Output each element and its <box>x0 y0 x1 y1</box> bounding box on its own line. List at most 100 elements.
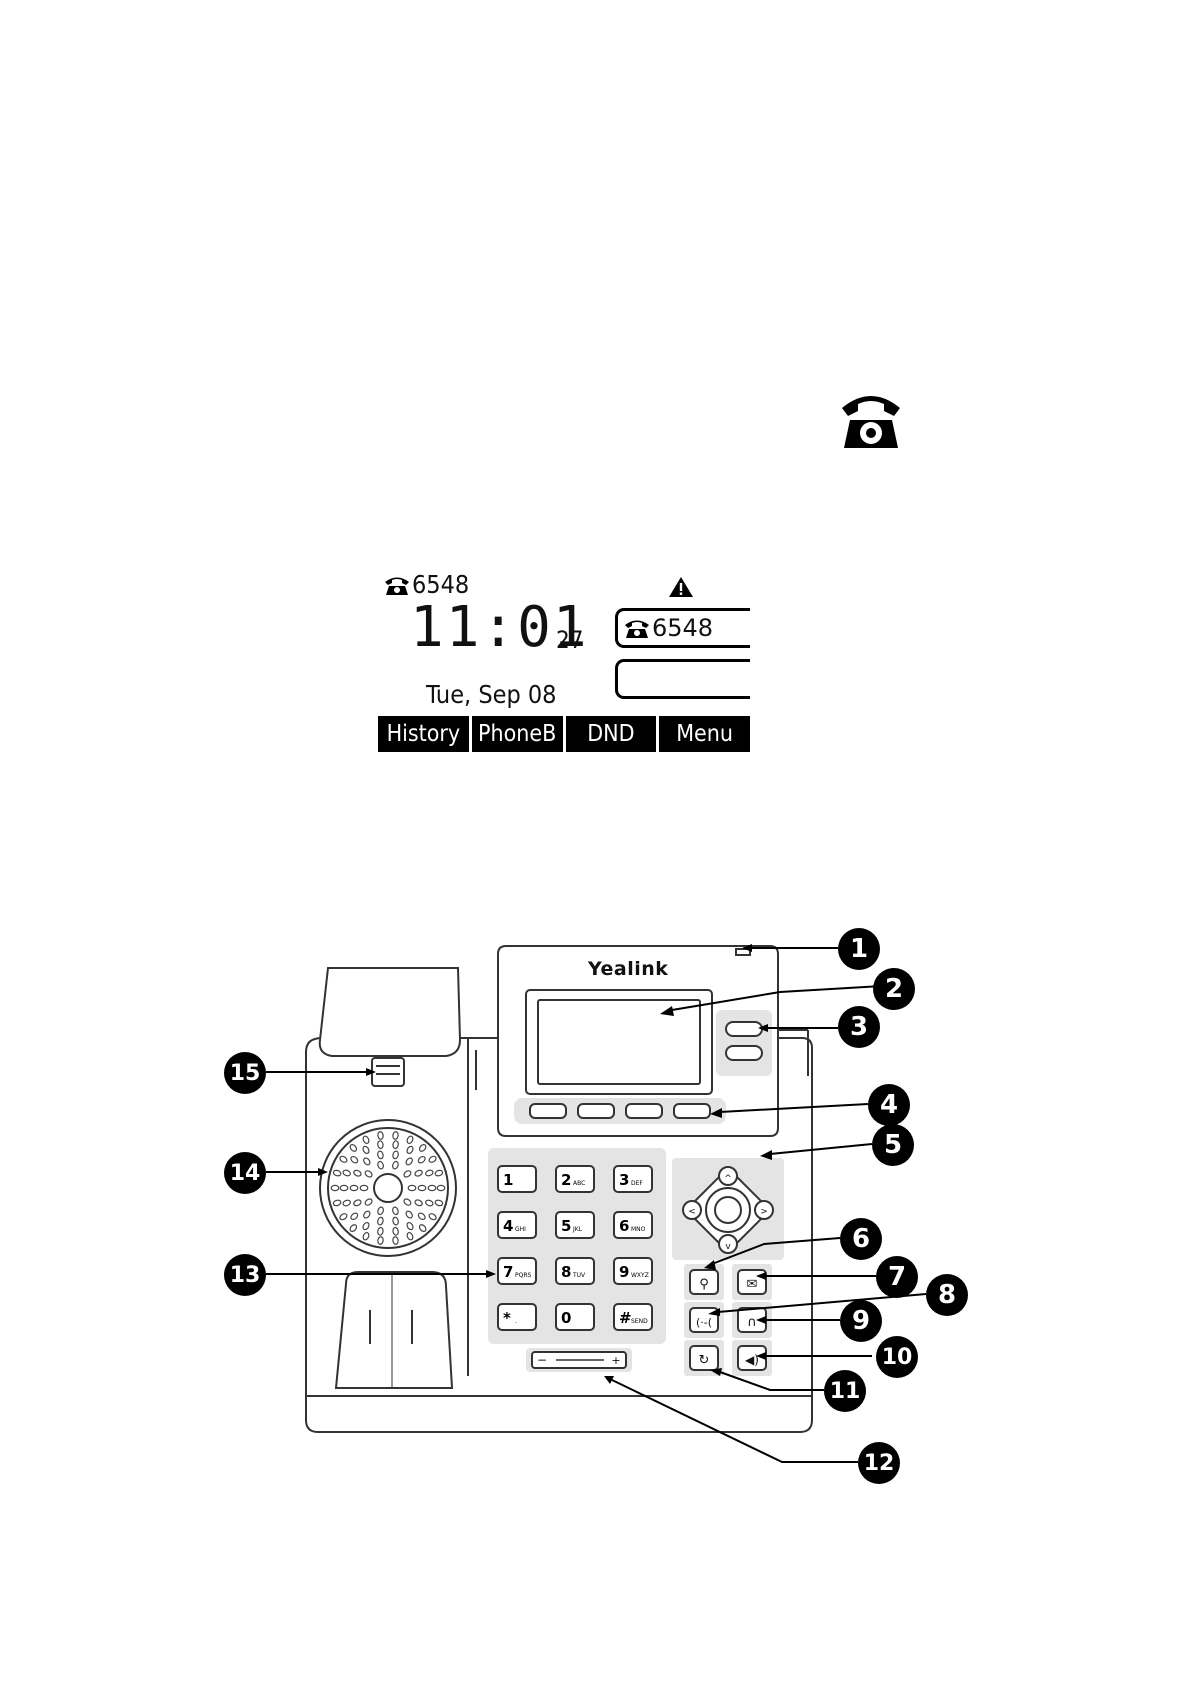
line-key-hw-2 <box>726 1046 762 1060</box>
chevron-right-icon: > <box>760 1207 768 1217</box>
speaker-hole <box>331 1185 339 1190</box>
keypad-digit: 0 <box>561 1309 571 1327</box>
speaker-hole <box>364 1170 373 1179</box>
speaker-holes <box>331 1131 445 1244</box>
speaker-hole <box>406 1145 414 1154</box>
speaker-hole <box>437 1185 445 1190</box>
speaker-hole <box>362 1222 370 1231</box>
keypad-digit: 6 <box>619 1217 629 1235</box>
speaker-hole <box>408 1185 416 1190</box>
volume-minus-icon: − <box>537 1353 547 1367</box>
speaker-hole <box>406 1232 414 1241</box>
speaker-hole <box>362 1157 371 1166</box>
speaker-hole <box>428 1212 437 1220</box>
line-key-hw-1 <box>726 1022 762 1036</box>
speaker-hole <box>353 1169 362 1177</box>
callout-6: 6 <box>840 1218 882 1260</box>
speaker-hole <box>406 1222 414 1231</box>
speaker-hole <box>418 1224 427 1233</box>
keypad-letters: WXYZ <box>631 1272 649 1279</box>
callout-15: 15 <box>224 1052 266 1094</box>
speaker-icon: ◀) <box>745 1353 759 1367</box>
speaker-hole <box>350 1212 359 1221</box>
speaker-hole <box>403 1198 412 1207</box>
speaker-hole <box>392 1217 399 1226</box>
speaker-hole <box>377 1227 383 1235</box>
chevron-left-icon: < <box>688 1207 696 1217</box>
keypad-digit: 7 <box>503 1263 513 1281</box>
speaker-hole <box>425 1199 434 1206</box>
speaker-hole <box>333 1199 342 1206</box>
callout-3: 3 <box>838 1006 880 1048</box>
speaker-hole <box>392 1161 399 1170</box>
keypad-letters: GHI <box>515 1226 526 1233</box>
line-key-panel <box>716 1010 772 1076</box>
speaker-hole <box>353 1199 362 1207</box>
keypad-digit: 3 <box>619 1171 629 1189</box>
speaker-hole <box>417 1155 426 1164</box>
callout-9: 9 <box>840 1300 882 1342</box>
speaker-hole <box>435 1199 444 1206</box>
speaker-hole <box>340 1185 348 1190</box>
speaker-hole <box>392 1206 399 1215</box>
callout-13: 13 <box>224 1254 266 1296</box>
callout-5: 5 <box>872 1124 914 1166</box>
speaker-hole <box>392 1227 398 1235</box>
keypad-letters: PQRS <box>515 1272 532 1279</box>
headset-icon: ∩ <box>747 1315 757 1330</box>
chevron-down-icon: v <box>725 1242 731 1252</box>
speaker-hole <box>392 1131 398 1139</box>
speaker-hole <box>377 1206 384 1215</box>
keypad-letters: MNO <box>631 1226 646 1233</box>
keypad-digit: 8 <box>561 1263 571 1281</box>
speaker-hole <box>405 1210 414 1219</box>
chevron-up-icon: ^ <box>724 1174 732 1184</box>
phone-lcd <box>526 990 712 1094</box>
callout-4: 4 <box>868 1084 910 1126</box>
speaker-hole <box>392 1236 398 1244</box>
callout-7: 7 <box>876 1256 918 1298</box>
speaker-hole <box>406 1135 414 1144</box>
callout-8: 8 <box>926 1274 968 1316</box>
speaker-hole <box>392 1151 399 1160</box>
keypad-letters: SEND <box>631 1318 648 1325</box>
speaker-hole <box>417 1212 426 1221</box>
callout-11: 11 <box>824 1370 866 1412</box>
speaker-hole <box>425 1169 434 1176</box>
speaker-hole <box>405 1157 414 1166</box>
ok-button <box>715 1197 741 1223</box>
speaker-hole <box>333 1170 342 1177</box>
speaker-hole <box>414 1199 423 1207</box>
speaker-hole <box>350 1185 358 1190</box>
keypad-digit: 5 <box>561 1217 571 1235</box>
speaker-hole <box>342 1199 351 1206</box>
keypad-letters: ABC <box>573 1180 585 1187</box>
speaker-hole <box>339 1155 348 1163</box>
callout-10: 10 <box>876 1336 918 1378</box>
speaker-hole <box>403 1170 412 1179</box>
speaker-hole <box>418 1143 427 1152</box>
mute-icon: ⚲ <box>699 1277 709 1292</box>
speaker-hole <box>349 1143 358 1152</box>
speaker-hole <box>428 1155 437 1163</box>
callout-14: 14 <box>224 1152 266 1194</box>
keypad-digit: * <box>503 1309 511 1327</box>
speaker-hole <box>362 1145 370 1154</box>
speaker-hole <box>350 1155 359 1164</box>
speaker-hole <box>435 1170 444 1177</box>
transfer-icon: (·-( <box>696 1316 712 1329</box>
speaker-hole <box>418 1185 426 1190</box>
callout-2: 2 <box>873 968 915 1010</box>
volume-plus-icon: + <box>611 1354 620 1367</box>
speaker-hole <box>377 1217 384 1226</box>
keypad-digit: 1 <box>503 1171 513 1189</box>
envelope-icon: ✉ <box>747 1277 758 1292</box>
speaker-hole <box>428 1185 436 1190</box>
speaker-hole <box>362 1232 370 1241</box>
speaker-hole <box>377 1141 383 1149</box>
callout-12: 12 <box>858 1442 900 1484</box>
brand-logo: Yealink <box>588 958 668 980</box>
speaker-hole <box>377 1236 383 1244</box>
speaker-hole <box>364 1198 373 1207</box>
